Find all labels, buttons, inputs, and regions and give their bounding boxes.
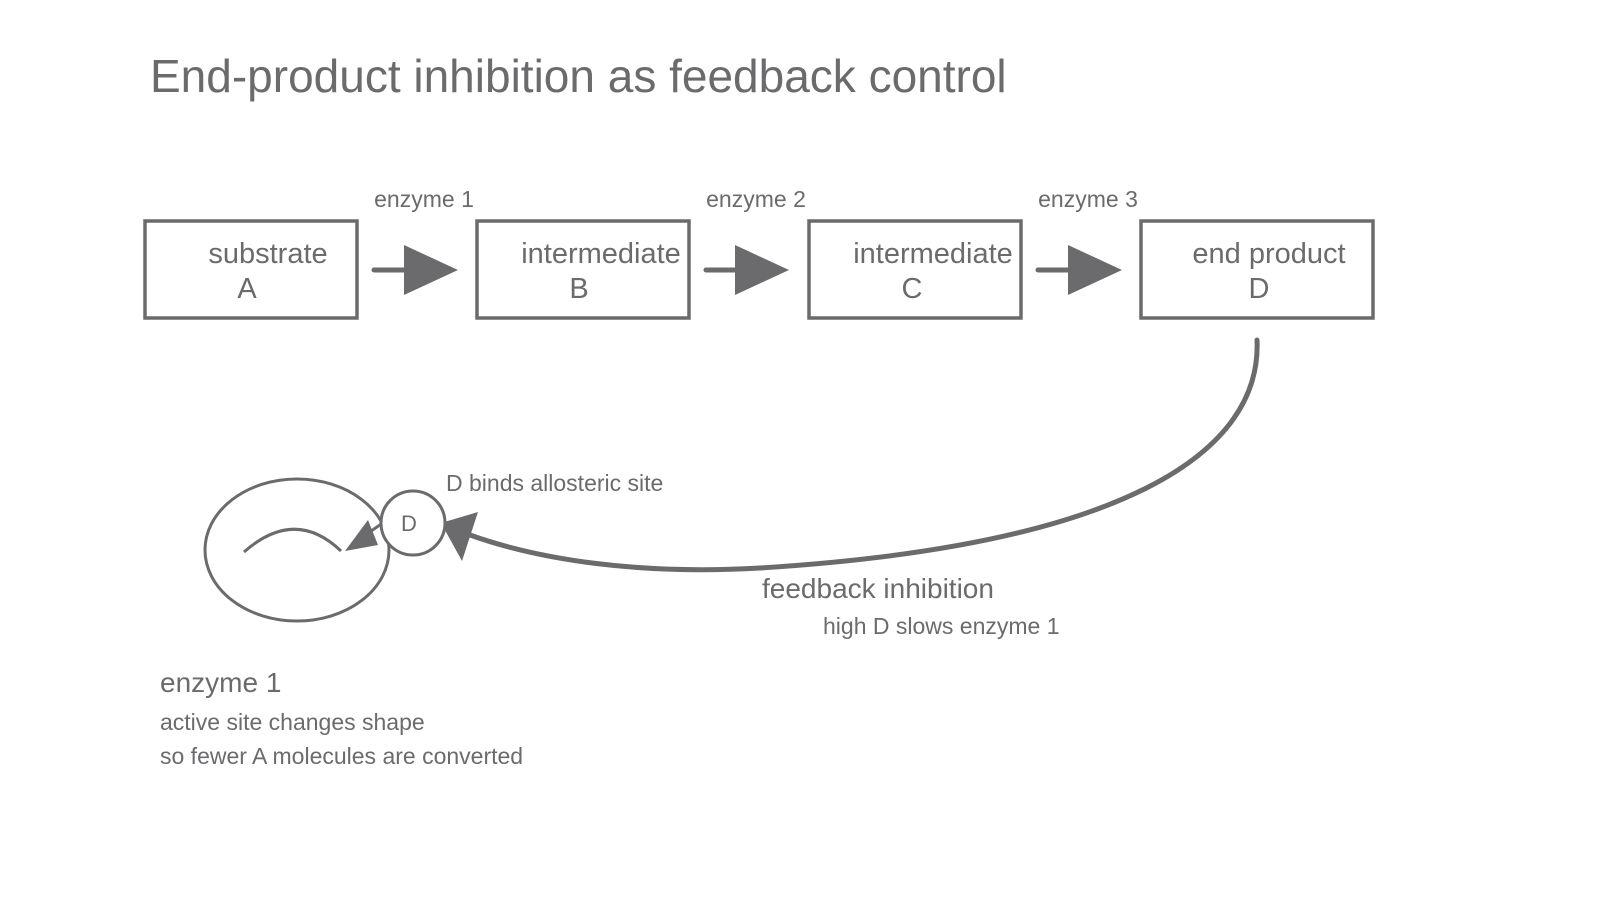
box-c-letter: C: [902, 273, 923, 305]
enzyme-note-title: enzyme 1: [160, 667, 281, 698]
enzyme-2-label: enzyme 2: [706, 186, 806, 212]
intermediate-c-box: intermediate C: [807, 219, 1023, 320]
arrow-b-to-c: [703, 245, 789, 295]
intermediate-b-box: intermediate B: [475, 219, 691, 320]
enzyme-note-line1: active site changes shape: [160, 709, 425, 735]
allosteric-label: D binds allosteric site: [446, 470, 663, 496]
enzyme-note-line2: so fewer A molecules are converted: [160, 743, 523, 769]
box-d-letter: D: [1249, 273, 1270, 305]
box-c-label: intermediate: [853, 238, 1013, 270]
enzyme-1-label: enzyme 1: [374, 186, 474, 212]
substrate-a-box: substrate A: [143, 219, 359, 320]
box-d-label: end product: [1192, 238, 1345, 270]
box-a-letter: A: [237, 273, 257, 305]
binding-arrow: [345, 520, 385, 551]
box-b-letter: B: [569, 273, 588, 305]
active-site-curve: [243, 527, 343, 554]
d-molecule-label: D: [401, 511, 417, 536]
feedback-label: feedback inhibition: [762, 573, 994, 604]
page-title: End-product inhibition as feedback contr…: [150, 50, 1007, 102]
arrow-c-to-d: [1035, 245, 1122, 295]
enzyme-1-shape: [203, 477, 391, 623]
end-product-d-box: end product D: [1139, 219, 1375, 320]
box-b-label: intermediate: [521, 238, 681, 270]
feedback-arrow: [441, 337, 1260, 573]
feedback-sublabel: high D slows enzyme 1: [823, 613, 1060, 639]
d-molecule: D: [379, 489, 447, 557]
box-a-label: substrate: [208, 238, 327, 270]
arrow-a-to-b: [371, 245, 458, 295]
enzyme-3-label: enzyme 3: [1038, 186, 1138, 212]
